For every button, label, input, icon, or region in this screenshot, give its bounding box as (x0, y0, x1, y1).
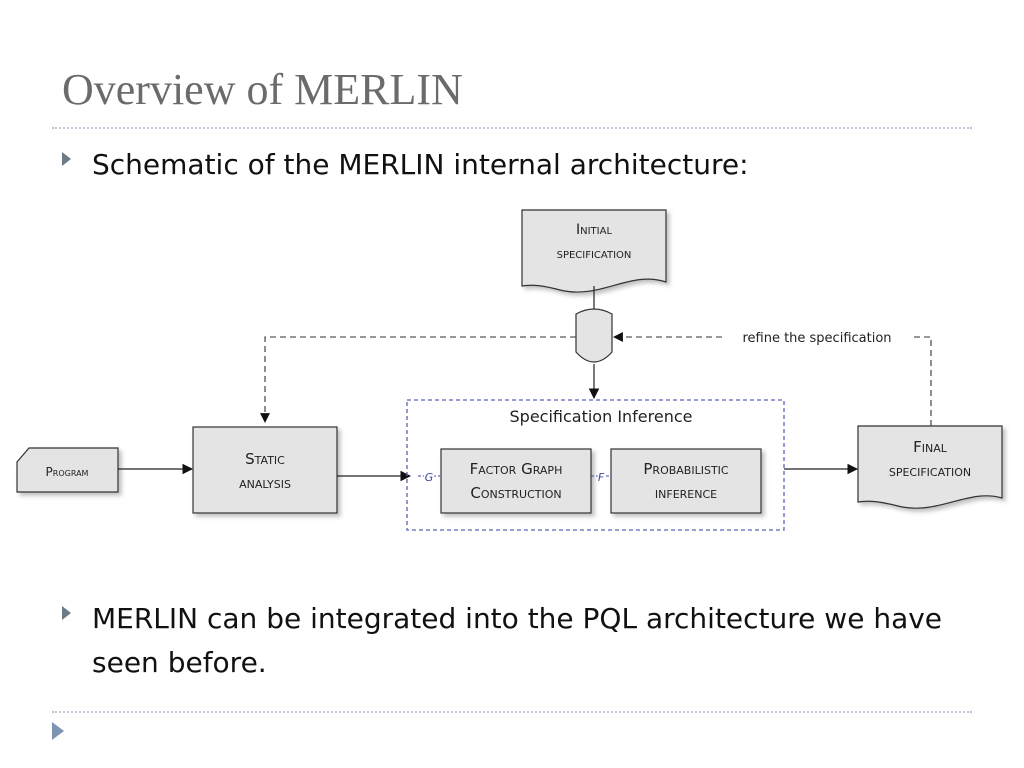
refine-label: refine the specification (742, 331, 891, 346)
specification-inference-group (406, 399, 785, 531)
factor-graph-construction-node: Factor Graph Construction (440, 448, 592, 514)
triangle-bullet-icon (62, 152, 71, 166)
merge-node (575, 308, 613, 363)
final-spec-line1: Final (913, 438, 948, 456)
static-analysis-node: Static analysis (192, 426, 338, 514)
final-spec-line2: specification (889, 462, 971, 480)
program-label: Program (46, 465, 89, 479)
footer-divider (52, 711, 972, 713)
static-analysis-line2: analysis (239, 474, 291, 492)
edge-label-f: F (598, 471, 605, 484)
title-divider (52, 127, 972, 129)
refine-loop-line (912, 336, 932, 426)
probabilistic-inference-node: Probabilistic inference (610, 448, 762, 514)
probabilistic-line1: Probabilistic (643, 460, 729, 478)
probabilistic-line2: inference (655, 484, 717, 502)
slide-title: Overview of MERLIN (62, 65, 463, 114)
initial-spec-line1: Initial (576, 222, 612, 238)
bullet-item: MERLIN can be integrated into the PQL ar… (62, 597, 952, 685)
static-analysis-line1: Static (245, 450, 285, 468)
initial-spec-line2: specification (557, 246, 632, 262)
inference-group-title: Specification Inference (510, 407, 693, 426)
triangle-bullet-icon (62, 606, 71, 620)
next-slide-arrow-icon[interactable] (52, 722, 64, 740)
bullet-item: Schematic of the MERLIN internal archite… (62, 143, 749, 187)
feedback-to-static-analysis (260, 336, 576, 423)
factor-graph-line1: Factor Graph (470, 460, 563, 478)
bullet-text: MERLIN can be integrated into the PQL ar… (92, 602, 943, 679)
program-node: Program (16, 447, 119, 493)
factor-graph-line2: Construction (470, 484, 561, 502)
bullet-text: Schematic of the MERLIN internal archite… (92, 148, 749, 181)
final-specification-node: Final specification (857, 425, 1003, 509)
edge-label-g: G (425, 471, 434, 484)
initial-specification-node: Initial specification (521, 209, 667, 293)
